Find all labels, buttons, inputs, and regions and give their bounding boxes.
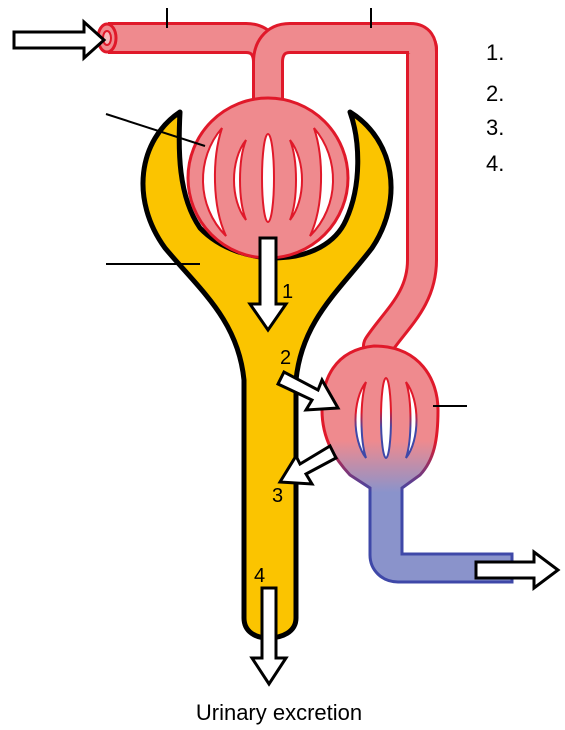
inflow-arrow [14, 22, 104, 58]
arrow-label-3: 3 [272, 485, 283, 507]
legend-list: 1. 2. 3. 4. [486, 40, 504, 176]
legend-item-3: 3. [486, 115, 504, 140]
legend-item-1: 1. [486, 40, 504, 65]
legend-item-4: 4. [486, 151, 504, 176]
arrow-label-4: 4 [254, 565, 265, 587]
arrow-label-1: 1 [282, 281, 293, 303]
arrow-label-2: 2 [280, 347, 291, 369]
legend-item-2: 2. [486, 81, 504, 106]
peritubular-capillary [322, 346, 512, 582]
caption-urinary-excretion: Urinary excretion [196, 700, 362, 725]
